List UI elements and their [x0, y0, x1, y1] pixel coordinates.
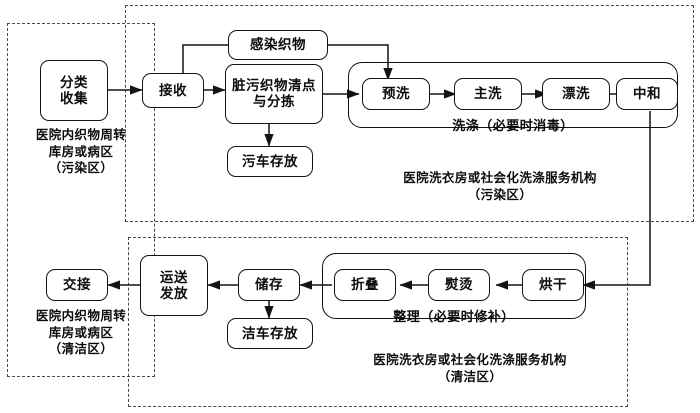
- node-store[interactable]: 储存: [238, 269, 300, 301]
- node-sort-collect[interactable]: 分类 收集: [40, 60, 108, 121]
- node-handover[interactable]: 交接: [46, 269, 108, 301]
- zone-laundry-clean: [128, 237, 628, 407]
- zone-label-hospital-dirty: 医院内织物周转 库房或病区 （污染区）: [35, 128, 127, 175]
- zone-label-hospital-clean: 医院内织物周转 库房或病区 （清洁区）: [35, 309, 127, 356]
- node-iron[interactable]: 熨烫: [428, 269, 490, 301]
- node-dirty-cart-storage[interactable]: 污车存放: [227, 146, 313, 177]
- node-clean-cart-storage[interactable]: 洁车存放: [227, 318, 313, 349]
- group-finish-label: 整理（必要时修补）: [393, 309, 515, 324]
- zone-hospital-dirty-clean-boundary: [7, 23, 155, 377]
- group-wash-label: 洗涤（必要时消毒）: [452, 118, 574, 133]
- node-soiled-count-sort[interactable]: 脏污织物清点 与分拣: [225, 64, 323, 124]
- group-finish: [322, 253, 586, 319]
- node-prewash[interactable]: 预洗: [362, 78, 430, 110]
- node-infected-textile[interactable]: 感染织物: [228, 30, 328, 60]
- node-dry[interactable]: 烘干: [522, 269, 584, 301]
- node-transport-issue[interactable]: 运送 发放: [140, 255, 208, 316]
- node-receive[interactable]: 接收: [142, 73, 204, 108]
- node-mainwash[interactable]: 主洗: [454, 78, 522, 110]
- node-rinse[interactable]: 漂洗: [542, 78, 610, 110]
- node-fold[interactable]: 折叠: [334, 269, 396, 301]
- zone-laundry-dirty: [125, 5, 694, 222]
- node-neutralize[interactable]: 中和: [616, 78, 678, 110]
- zone-label-laundry-clean: 医院洗衣房或社会化洗涤服务机构 （清洁区）: [373, 353, 567, 384]
- zone-label-laundry-dirty: 医院洗衣房或社会化洗涤服务机构 （污染区）: [403, 171, 597, 202]
- edge-neutralize-to-dry: [582, 111, 651, 290]
- edge-infected-to-prewash: [328, 44, 393, 81]
